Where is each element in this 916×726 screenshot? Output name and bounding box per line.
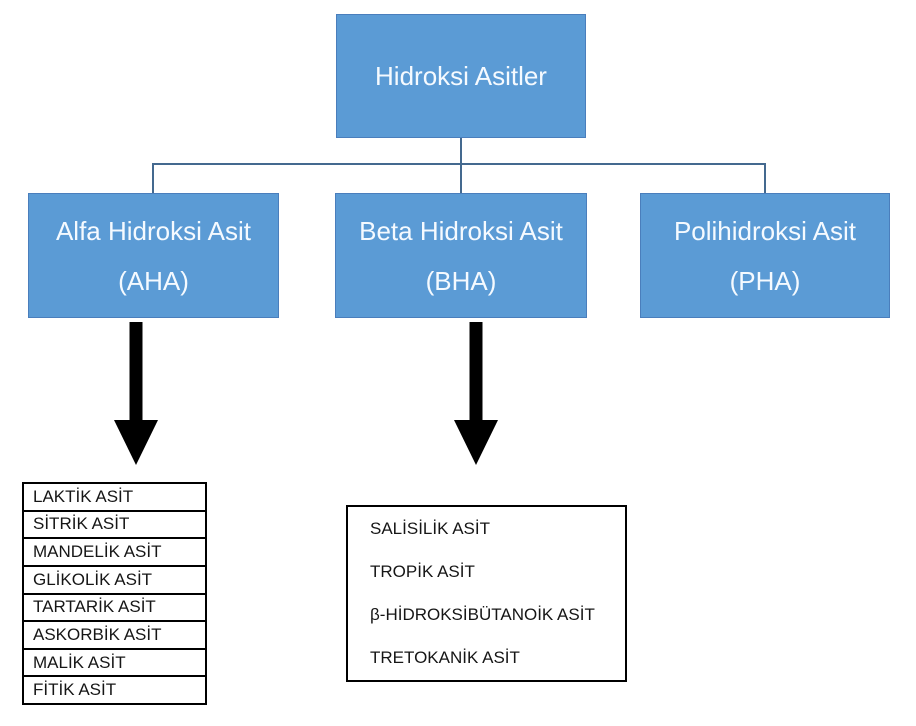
pha-node-label-line2: (PHA) xyxy=(729,265,801,296)
connector-left-vertical xyxy=(152,163,154,193)
child-node-aha: Alfa Hidroksi Asit (AHA) xyxy=(28,193,279,318)
down-arrow-icon xyxy=(114,322,158,465)
bha-acid-list-item: SALİSİLİK ASİT xyxy=(370,518,491,538)
aha-acid-list-item: ASKORBİK ASİT xyxy=(24,622,205,650)
connector-horizontal-bar xyxy=(152,163,766,165)
pha-node-label-line1: Polihidroksi Asit xyxy=(673,215,857,246)
bha-acid-list-box: SALİSİLİK ASİT TROPİK ASİT β-HİDROKSİBÜTAN… xyxy=(346,505,627,682)
aha-acid-list-item: SİTRİK ASİT xyxy=(24,512,205,540)
connector-right-vertical xyxy=(764,163,766,193)
bha-node-label-line2: (BHA) xyxy=(425,265,497,296)
bha-acid-list-item: TROPİK ASİT xyxy=(370,561,475,581)
root-node-label: Hidroksi Asitler xyxy=(375,61,547,91)
child-node-pha: Polihidroksi Asit (PHA) xyxy=(640,193,890,318)
bha-node-label-line1: Beta Hidroksi Asit xyxy=(359,215,563,246)
aha-node-label-line1: Alfa Hidroksi Asit xyxy=(55,215,252,246)
aha-acid-list-item: LAKTİK ASİT xyxy=(24,484,205,512)
aha-acid-list-item: MANDELİK ASİT xyxy=(24,539,205,567)
aha-acid-list-item: TARTARİK ASİT xyxy=(24,595,205,623)
bha-acid-list-item: β-HİDROKSİBÜTANOİK ASİT xyxy=(370,605,595,625)
aha-acid-list-item: FİTİK ASİT xyxy=(33,680,117,700)
down-arrow-icon xyxy=(454,322,498,465)
aha-acid-list-item: GLİKOLİK ASİT xyxy=(24,567,205,595)
child-node-bha: Beta Hidroksi Asit (BHA) xyxy=(335,193,587,318)
root-node-hidroksi-asitler: Hidroksi Asitler xyxy=(336,14,586,138)
aha-acid-list-item: MALİK ASİT xyxy=(24,650,205,678)
aha-node-label-line2: (AHA) xyxy=(118,265,189,296)
bha-acid-list-item: TRETOKANİK ASİT xyxy=(370,648,520,668)
connector-root-vertical xyxy=(460,138,462,194)
